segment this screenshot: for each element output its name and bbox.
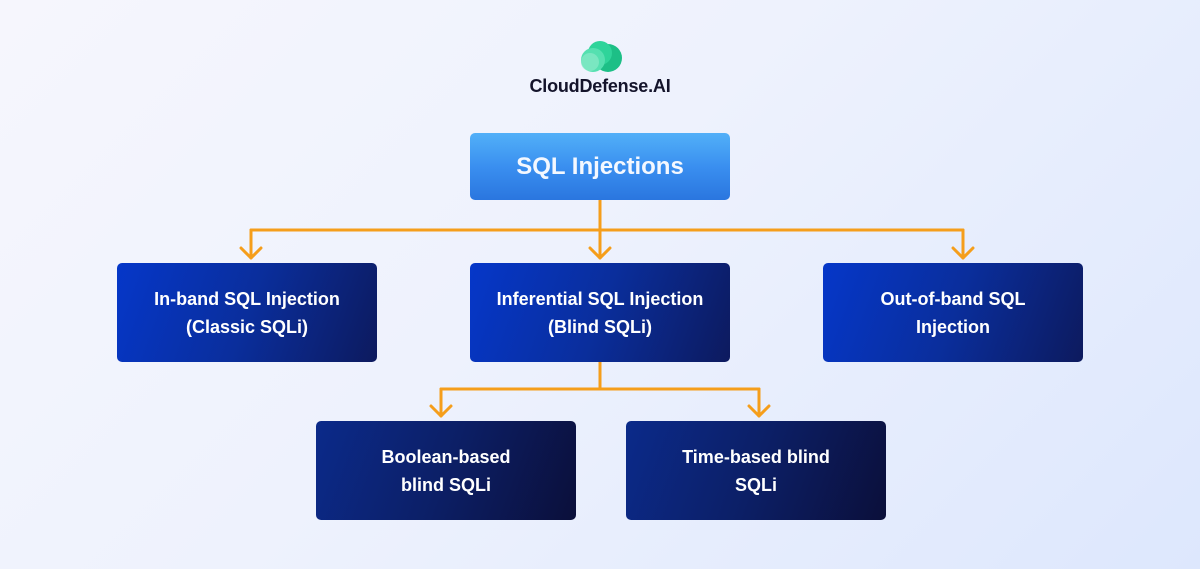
- arrow-boolean-icon: [429, 404, 453, 418]
- node-inband-sqli: In-band SQL Injection (Classic SQLi): [117, 263, 377, 362]
- arrow-time-icon: [747, 404, 771, 418]
- node-inferential-sqli: Inferential SQL Injection (Blind SQLi): [470, 263, 730, 362]
- node-label: In-band SQL Injection (Classic SQLi): [154, 288, 340, 337]
- node-label: SQL Injections: [516, 152, 684, 180]
- arrow-outofband-icon: [951, 246, 975, 260]
- arrow-inband-icon: [239, 246, 263, 260]
- cloud-logo-icon: [581, 41, 622, 72]
- node-label: Out-of-band SQL Injection: [880, 288, 1026, 337]
- arrow-inferential-icon: [588, 246, 612, 260]
- node-label: Boolean-based blind SQLi: [381, 446, 511, 495]
- node-label: Time-based blind SQLi: [682, 446, 830, 495]
- brand-name: CloudDefense.AI: [529, 76, 671, 96]
- node-sql-injections: SQL Injections: [470, 133, 730, 200]
- node-outofband-sqli: Out-of-band SQL Injection: [823, 263, 1083, 362]
- node-label: Inferential SQL Injection (Blind SQLi): [496, 288, 704, 337]
- node-boolean-blind-sqli: Boolean-based blind SQLi: [316, 421, 576, 520]
- node-time-blind-sqli: Time-based blind SQLi: [626, 421, 886, 520]
